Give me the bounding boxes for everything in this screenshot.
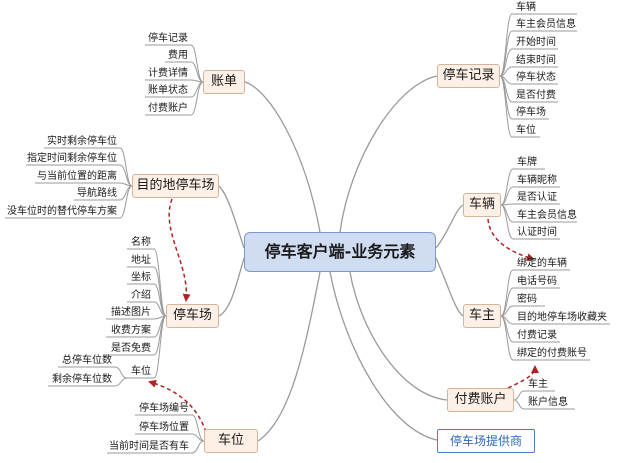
leaf-parking-record-item: 开始时间	[516, 37, 556, 48]
relation-vehicle-to-owner-vehicle	[487, 218, 535, 262]
node-bill[interactable]: 账单	[203, 70, 245, 94]
leaf-parking-lot-space-sub: 剩余停车位数	[52, 374, 112, 385]
leaf-destination-item: 指定时间剩余停车位	[27, 153, 117, 164]
leaf-parking-lot-space: 车位	[131, 366, 151, 377]
relation-destination-to-parking-lot	[168, 198, 191, 302]
leaf-owner-item: 付费记录	[517, 330, 557, 341]
leaf-vehicle-item: 车牌	[517, 157, 537, 168]
leaf-vehicle-item: 车辆昵称	[517, 175, 557, 186]
branch-line-vehicle	[435, 204, 464, 249]
leaf-parking-lot-item: 是否免费	[111, 343, 151, 354]
leaf-space-item: 当前时间是否有车	[109, 441, 189, 452]
leaf-parking-lot-item: 收费方案	[111, 325, 151, 336]
main-branch-lines	[218, 75, 464, 442]
leaf-payment-account-item: 车主	[528, 379, 548, 390]
leaf-bill-item: 费用	[168, 50, 188, 61]
branch-line-parking-lot	[218, 257, 245, 317]
node-payment-account[interactable]: 付费账户	[447, 388, 514, 412]
leaf-payment-account-item: 账户信息	[528, 397, 568, 408]
leaf-destination-item: 没车位时的替代停车方案	[7, 206, 117, 217]
leaf-owner-item: 密码	[517, 294, 537, 305]
leaf-parking-record-item: 结束时间	[516, 55, 556, 66]
leaf-owner-item: 绑定的车辆	[517, 258, 567, 269]
leaf-parking-lot-item: 地址	[131, 255, 151, 266]
node-vehicle[interactable]: 车辆	[463, 193, 501, 217]
branch-line-destination	[218, 185, 245, 249]
leaf-parking-record-item: 是否付费	[516, 90, 556, 101]
leaf-parking-record-item: 车主会员信息	[516, 19, 576, 30]
leaf-bill-item: 停车记录	[148, 33, 188, 44]
leaf-parking-record-item: 停车场	[516, 107, 546, 118]
relation-space-to-parking-lot-space	[148, 379, 207, 433]
node-parking-record[interactable]: 停车记录	[437, 64, 500, 88]
leaf-parking-record-item: 车位	[516, 125, 536, 136]
leaf-parking-lot-space-sub: 总停车位数	[62, 355, 112, 366]
branch-line-bill	[244, 81, 321, 233]
central-topic[interactable]: 停车客户端-业务元素	[244, 232, 436, 272]
node-destination-parking-lot[interactable]: 目的地停车场	[132, 174, 219, 198]
leaf-parking-lot-item: 名称	[131, 237, 151, 248]
leaf-destination-item: 与当前位置的距离	[37, 171, 117, 182]
leaf-vehicle-item: 认证时间	[517, 227, 557, 238]
node-parking-provider[interactable]: 停车场提供商	[437, 429, 535, 453]
leaf-parking-lot-item: 介绍	[131, 290, 151, 301]
leaf-vehicle-item: 是否认证	[517, 192, 557, 203]
leaf-destination-item: 导航路线	[77, 188, 117, 199]
leaf-owner-item: 绑定的付费账号	[517, 348, 587, 359]
relation-payment-to-owner-account	[507, 365, 539, 389]
leaf-destination-item: 实时剩余停车位	[47, 136, 117, 147]
branch-line-payment-account	[349, 271, 448, 401]
leaf-vehicle-item: 车主会员信息	[517, 210, 577, 221]
node-parking-space[interactable]: 车位	[204, 429, 258, 453]
node-parking-lot[interactable]: 停车场	[166, 304, 219, 328]
leaf-space-item: 停车场编号	[139, 403, 189, 414]
node-owner[interactable]: 车主	[463, 304, 501, 328]
leaf-parking-lot-item: 描述图片	[111, 307, 151, 318]
leaf-bill-item: 计费详情	[148, 68, 188, 79]
leaf-parking-record-item: 停车状态	[516, 72, 556, 83]
leaf-parking-lot-item: 坐标	[131, 272, 151, 283]
leaf-owner-item: 目的地停车场收藏夹	[517, 312, 607, 323]
leaf-space-item: 停车场位置	[139, 422, 189, 433]
leaf-bracket-lines	[5, 13, 610, 454]
branch-line-owner	[435, 257, 464, 317]
leaf-owner-item: 电话号码	[517, 276, 557, 287]
leaf-bill-item: 账单状态	[148, 85, 188, 96]
branch-line-space	[257, 271, 321, 442]
leaf-bill-item: 付费账户	[148, 103, 188, 114]
branch-line-provider	[329, 271, 438, 441]
leaf-parking-record-item: 车辆	[516, 2, 536, 13]
relation-arrows	[148, 198, 539, 433]
branch-line-parking-record	[339, 75, 438, 233]
